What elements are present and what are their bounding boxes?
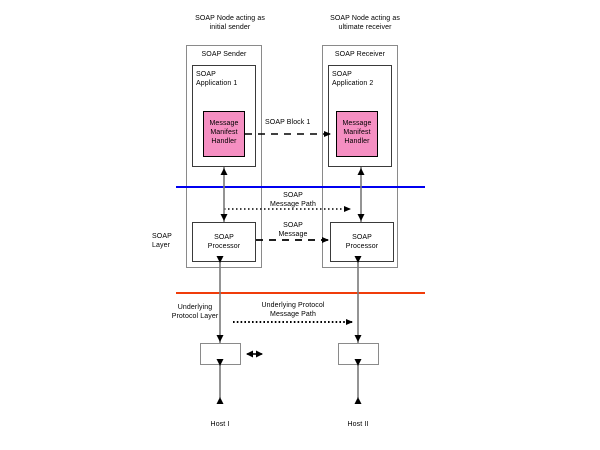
left-application-box [192, 65, 256, 167]
right-node-caption: SOAP Node acting as ultimate receiver [330, 15, 400, 31]
soap-block-label: SOAP Block 1 [265, 119, 311, 126]
left-protocol-host-connector [216, 359, 224, 404]
left-processor-protocol-connector [216, 256, 224, 343]
right-soap-processor-box [330, 222, 394, 262]
right-processor-protocol-connector [354, 256, 362, 343]
left-host-label: Host I [210, 421, 230, 428]
left-protocol-bidirectional-arrow [246, 350, 263, 358]
left-soap-processor-box [192, 222, 256, 262]
soap-message-path-label: SOAP Message Path [270, 192, 316, 208]
right-application-box [328, 65, 392, 167]
right-message-manifest-handler [336, 111, 378, 157]
underlying-protocol-layer-label: Underlying Protocol Layer [171, 304, 219, 320]
left-processor-label: SOAP Processor [207, 234, 241, 250]
left-node-title: SOAP Sender [201, 51, 247, 58]
left-node-caption: SOAP Node acting as initial sender [195, 15, 265, 31]
right-protocol-entity-box [338, 343, 379, 365]
left-handler-label: Message Manifest Handler [209, 120, 239, 145]
soap-layer-line [176, 186, 425, 188]
right-node-box [322, 45, 398, 268]
right-host-label: Host II [347, 421, 369, 428]
underlying-protocol-layer-line [176, 292, 425, 294]
right-protocol-host-connector [354, 359, 362, 404]
right-node-title: SOAP Receiver [334, 51, 386, 58]
left-application-label: SOAP Application 1 [196, 71, 238, 87]
soap-layer-label: SOAP Layer [152, 233, 172, 249]
right-application-label: SOAP Application 2 [332, 71, 374, 87]
soap-message-label: SOAP Message [278, 222, 308, 238]
left-protocol-entity-box [200, 343, 241, 365]
right-handler-label: Message Manifest Handler [342, 120, 372, 145]
right-processor-label: SOAP Processor [345, 234, 379, 250]
underlying-protocol-message-path-label: Underlying Protocol Message Path [261, 302, 325, 318]
left-message-manifest-handler [203, 111, 245, 157]
left-node-box [186, 45, 262, 268]
